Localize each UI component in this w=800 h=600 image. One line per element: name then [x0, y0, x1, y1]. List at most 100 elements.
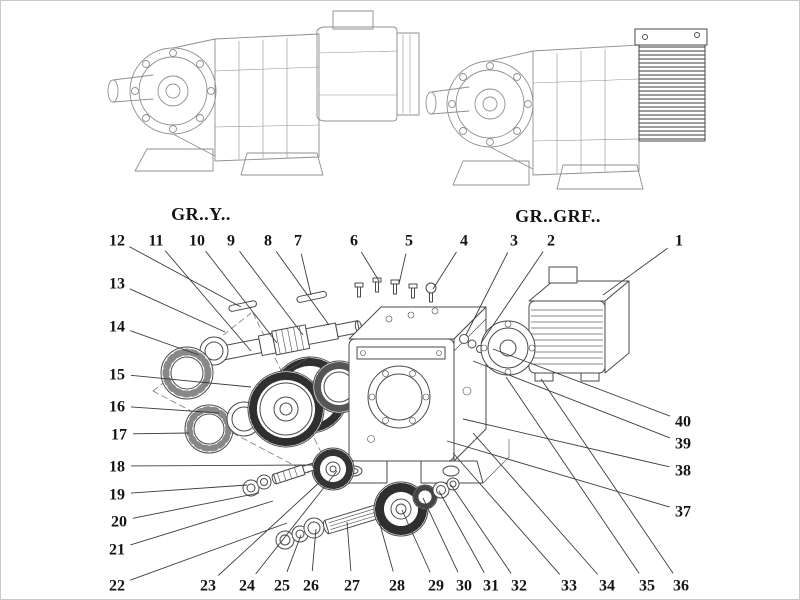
part-number: 33: [561, 578, 577, 595]
leader-line: [130, 406, 220, 414]
input-shaft-end: [107, 79, 119, 103]
callout-36: 36: [540, 378, 689, 595]
leader-line: [462, 418, 670, 468]
part-number: 11: [148, 233, 163, 250]
callout-2: 2: [480, 233, 555, 344]
leader-line: [602, 247, 668, 296]
part-number: 26: [303, 578, 319, 595]
callout-19: 19: [109, 484, 248, 504]
part-number: 9: [227, 233, 235, 250]
part-number: 25: [274, 578, 290, 595]
motor: [510, 266, 630, 382]
part-number: 30: [456, 578, 472, 595]
leader-line: [205, 250, 278, 344]
leader-line: [438, 490, 485, 573]
callout-27: 27: [344, 521, 360, 595]
callout-18: 18: [109, 459, 314, 476]
leader-line: [480, 251, 544, 344]
leader-line: [422, 497, 459, 573]
front-bolt-holes: [448, 62, 532, 146]
part-number: 39: [675, 436, 691, 453]
part-number: 15: [109, 367, 125, 384]
callout-4: 4: [432, 233, 468, 290]
mounting-foot: [452, 160, 530, 186]
part-number: 10: [189, 233, 205, 250]
callout-39: 39: [472, 360, 691, 453]
part-number: 3: [510, 233, 518, 250]
motor-body: [316, 26, 398, 122]
leader-line: [376, 513, 394, 572]
projection-lines: [152, 308, 457, 490]
leader-line: [129, 288, 226, 333]
ball-bearing: [160, 346, 214, 400]
leader-line: [132, 432, 190, 435]
part-number: 18: [109, 459, 125, 476]
part-number: 8: [264, 233, 272, 250]
gear-housing: [214, 33, 320, 162]
variant-label-gr-grf: GR..GRF..: [515, 206, 601, 226]
gear-housing: [532, 44, 640, 176]
part-number: 12: [109, 233, 125, 250]
callout-32: 32: [450, 484, 527, 595]
part-number: 6: [350, 233, 358, 250]
leader-line: [132, 492, 260, 519]
leader-line: [465, 252, 509, 336]
part-number: 21: [109, 542, 125, 559]
part-number: 34: [599, 578, 615, 595]
callout-12: 12: [109, 233, 242, 308]
washers: [242, 474, 272, 497]
callout-9: 9: [227, 233, 304, 336]
callout-3: 3: [465, 233, 518, 336]
callout-13: 13: [109, 276, 226, 333]
eye-bolt: [425, 282, 437, 303]
leader-line: [492, 348, 671, 417]
callout-7: 7: [294, 233, 312, 296]
oil-plug: [462, 386, 472, 396]
part-number: 7: [294, 233, 302, 250]
leader-line: [452, 452, 561, 575]
callout-33: 33: [452, 452, 577, 595]
variant-label-gr-y: GR..Y..: [171, 204, 231, 224]
leader-line: [130, 330, 200, 356]
small-gear: [412, 484, 438, 510]
callout-17: 17: [111, 427, 190, 444]
part-number: 13: [109, 276, 125, 293]
callout-5: 5: [398, 233, 413, 285]
callout-11: 11: [148, 233, 252, 352]
cover-module: [634, 28, 708, 142]
leader-line: [129, 522, 288, 581]
callout-20: 20: [111, 492, 260, 531]
callout-38: 38: [462, 418, 691, 480]
leader-line: [401, 509, 431, 573]
leader-line: [472, 432, 599, 575]
leader-line: [130, 464, 314, 467]
ball-bearing: [184, 404, 234, 454]
callout-34: 34: [472, 432, 615, 595]
callout-37: 37: [446, 440, 691, 521]
callout-6: 6: [350, 233, 380, 282]
mounting-foot: [556, 164, 644, 190]
callout-16: 16: [109, 399, 220, 416]
leader-line: [450, 484, 512, 574]
part-number: 36: [673, 578, 689, 595]
leader-line: [311, 528, 317, 572]
leader-line: [398, 253, 407, 285]
assembled-view-gr-grf: [425, 28, 708, 190]
pinion-shaft: [271, 462, 315, 485]
part-number: 14: [109, 319, 125, 336]
callout-30: 30: [422, 497, 472, 595]
part-number: 1: [675, 233, 683, 250]
leader-line: [255, 470, 338, 575]
leader-line: [129, 246, 242, 308]
part-number: 31: [483, 578, 499, 595]
part-number: 28: [389, 578, 405, 595]
callout-15: 15: [109, 367, 252, 388]
callout-10: 10: [189, 233, 278, 344]
part-number: 4: [460, 233, 468, 250]
leader-line: [540, 378, 674, 574]
drain-plug: [367, 435, 375, 443]
leader-line: [300, 253, 312, 296]
callout-35: 35: [505, 376, 655, 595]
callout-21: 21: [109, 500, 274, 559]
